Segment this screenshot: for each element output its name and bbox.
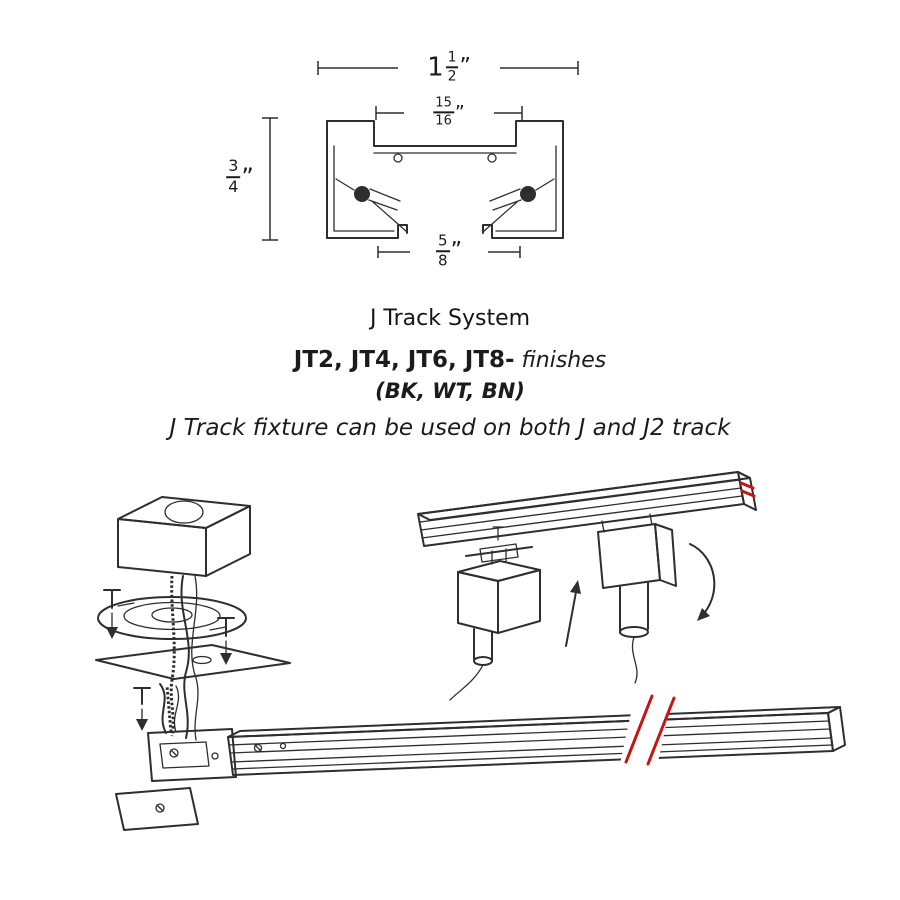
- inch-mark: ”: [241, 163, 254, 191]
- finish-codes: (BK, WT, BN): [375, 379, 525, 403]
- fraction: 5 8: [436, 231, 450, 269]
- finishes-word: finishes: [521, 348, 607, 373]
- conductor-contacts: [354, 186, 536, 202]
- conductor-marks-red: [739, 481, 756, 498]
- track-body: [417, 471, 757, 547]
- product-title: J Track System: [369, 306, 531, 331]
- screw-icon: [103, 589, 121, 609]
- usage-note: J Track fixture can be used on both J an…: [169, 415, 731, 441]
- canopy-box: [117, 496, 251, 577]
- up-arrow-icon: [565, 580, 581, 647]
- screw-icon: [217, 617, 235, 637]
- screw-icon: [133, 687, 151, 705]
- dimension-overall-height: 3 4 ”: [221, 156, 259, 196]
- cover-plate-small: [115, 787, 199, 831]
- dimension-bottom-opening: 5 8 ”: [431, 231, 467, 269]
- model-numbers-line: JT2, JT4, JT6, JT8-finishes: [294, 347, 606, 373]
- cover-plate: [95, 644, 291, 680]
- track-screws: [253, 742, 287, 753]
- break-symbol: [620, 694, 676, 766]
- canopy-mount-exploded-view: [95, 496, 291, 741]
- cross-section-drawing: [326, 120, 564, 239]
- down-arrow-icon: [106, 612, 118, 639]
- dimension-inner-width: 15 16 ”: [428, 95, 470, 128]
- track-adapter-illustration: [417, 471, 757, 701]
- fraction: 3 4: [226, 156, 241, 196]
- live-end-connector: [147, 683, 237, 782]
- track-adapter-loose: [449, 526, 541, 701]
- fraction: 15 16: [433, 95, 454, 128]
- mounting-plate-round: [97, 596, 247, 640]
- down-arrow-icon: [220, 640, 232, 665]
- wires: [169, 575, 199, 741]
- dimension-top-width: 1 1 2 ”: [422, 49, 476, 84]
- inch-mark: ”: [459, 54, 471, 80]
- long-track-with-live-end: [115, 683, 846, 831]
- rotate-arrow-icon: [689, 543, 716, 621]
- down-arrow-icon: [136, 708, 148, 731]
- long-track-body: [227, 706, 846, 776]
- fraction: 1 2: [445, 49, 459, 84]
- inch-mark: ”: [450, 238, 462, 264]
- dimension-whole: 1: [427, 52, 444, 82]
- track-adapter-attached: [597, 513, 677, 684]
- model-numbers: JT2, JT4, JT6, JT8-: [293, 347, 515, 373]
- dimension-lines: [262, 61, 579, 258]
- inch-mark: ”: [454, 101, 465, 123]
